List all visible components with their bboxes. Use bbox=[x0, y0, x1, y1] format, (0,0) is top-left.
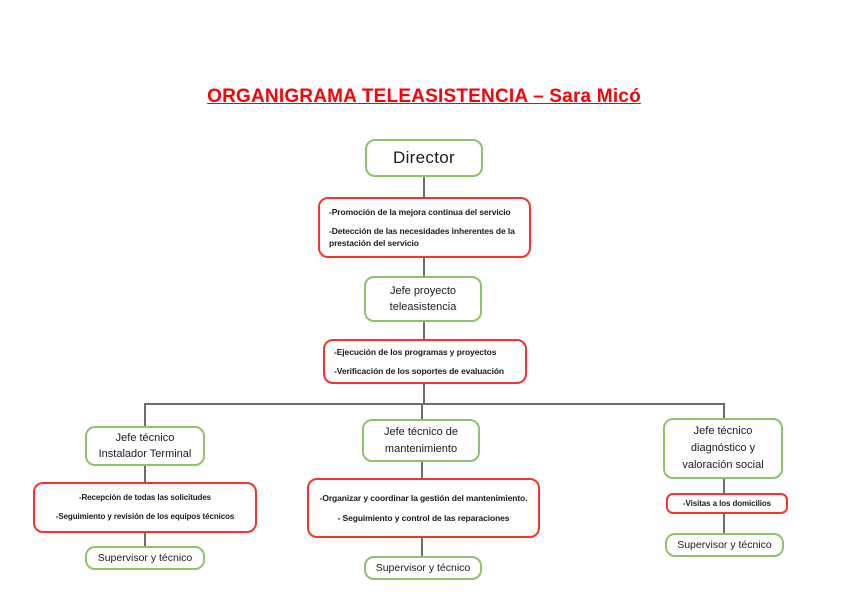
node-jefe-proyecto: Jefe proyecto teleasistencia bbox=[364, 276, 482, 322]
connector-right-tasks-supervisor bbox=[723, 514, 725, 533]
node-jefe-instalador-line2: Instalador Terminal bbox=[98, 448, 192, 460]
connector-tasks-jefeproyecto bbox=[423, 258, 425, 276]
node-diagnostico-tasks: -Visitas a los domicilios bbox=[666, 493, 788, 514]
mantenimiento-task-bullet: -Organizar y coordinar la gestión del ma… bbox=[319, 493, 528, 504]
node-jefe-mantenimiento: Jefe técnico de mantenimiento bbox=[362, 419, 480, 462]
node-mantenimiento-tasks: -Organizar y coordinar la gestión del ma… bbox=[307, 478, 540, 538]
page-title: ORGANIGRAMA TELEASISTENCIA – Sara Micó bbox=[207, 86, 641, 107]
director-task-bullet: -Promoción de la mejora continua del ser… bbox=[329, 206, 511, 217]
node-jefe-diagnostico-line1: Jefe técnico bbox=[693, 424, 753, 437]
node-instalador-tasks: -Recepción de todas las solicitudes -Seg… bbox=[33, 482, 257, 533]
diagnostico-task-bullet: -Visitas a los domicilios bbox=[682, 498, 772, 508]
connector-drop-middle bbox=[421, 403, 423, 419]
connector-left-head-tasks bbox=[144, 466, 146, 482]
connector-middle-head-tasks bbox=[421, 462, 423, 478]
director-task-bullet: -Detección de las necesidades inherentes… bbox=[329, 225, 515, 249]
node-proyecto-tasks: -Ejecución de los programas y proyectos … bbox=[323, 339, 527, 384]
node-instalador-supervisor-label: Supervisor y técnico bbox=[97, 552, 193, 564]
proyecto-task-bullet: -Verificación de los soportes de evaluac… bbox=[334, 366, 505, 376]
node-director-tasks: -Promoción de la mejora continua del ser… bbox=[318, 197, 531, 258]
node-jefe-instalador-line1: Jefe técnico bbox=[115, 431, 175, 444]
mantenimiento-task-bullet: - Seguimiento y control de las reparacio… bbox=[337, 512, 510, 523]
instalador-task-bullet: -Seguimiento y revisión de los equipos t… bbox=[55, 512, 235, 521]
proyecto-task-bullet: -Ejecución de los programas y proyectos bbox=[334, 346, 497, 357]
node-director-label: Director bbox=[393, 148, 455, 167]
connector-jefeproyecto-tasks bbox=[423, 322, 425, 339]
node-director: Director bbox=[365, 139, 483, 177]
connector-branch-horizontal bbox=[144, 403, 725, 405]
connector-tasks-trunk bbox=[423, 384, 425, 403]
node-jefe-diagnostico: Jefe técnico diagnóstico y valoración so… bbox=[663, 418, 783, 479]
node-jefe-mantenimiento-line2: mantenimiento bbox=[384, 442, 458, 455]
node-jefe-mantenimiento-line1: Jefe técnico de bbox=[384, 426, 458, 438]
node-jefe-diagnostico-line3: valoración social bbox=[682, 459, 764, 472]
node-jefe-instalador: Jefe técnico Instalador Terminal bbox=[85, 426, 205, 466]
connector-director-tasks bbox=[423, 177, 425, 197]
connector-drop-right bbox=[723, 403, 725, 418]
node-mantenimiento-supervisor-label: Supervisor y técnico bbox=[375, 562, 471, 574]
connector-right-head-tasks bbox=[723, 479, 725, 493]
node-instalador-supervisor: Supervisor y técnico bbox=[85, 546, 205, 570]
instalador-task-bullet: -Recepción de todas las solicitudes bbox=[78, 493, 212, 503]
node-mantenimiento-supervisor: Supervisor y técnico bbox=[364, 556, 482, 580]
node-jefe-proyecto-line2: teleasistencia bbox=[389, 301, 457, 313]
connector-drop-left bbox=[144, 403, 146, 426]
node-diagnostico-supervisor-label: Supervisor y técnico bbox=[677, 539, 772, 551]
connector-left-tasks-supervisor bbox=[144, 533, 146, 546]
connector-middle-tasks-supervisor bbox=[421, 538, 423, 556]
node-diagnostico-supervisor: Supervisor y técnico bbox=[665, 533, 784, 557]
node-jefe-diagnostico-line2: diagnóstico y bbox=[690, 441, 756, 454]
node-jefe-proyecto-line1: Jefe proyecto bbox=[389, 284, 457, 297]
